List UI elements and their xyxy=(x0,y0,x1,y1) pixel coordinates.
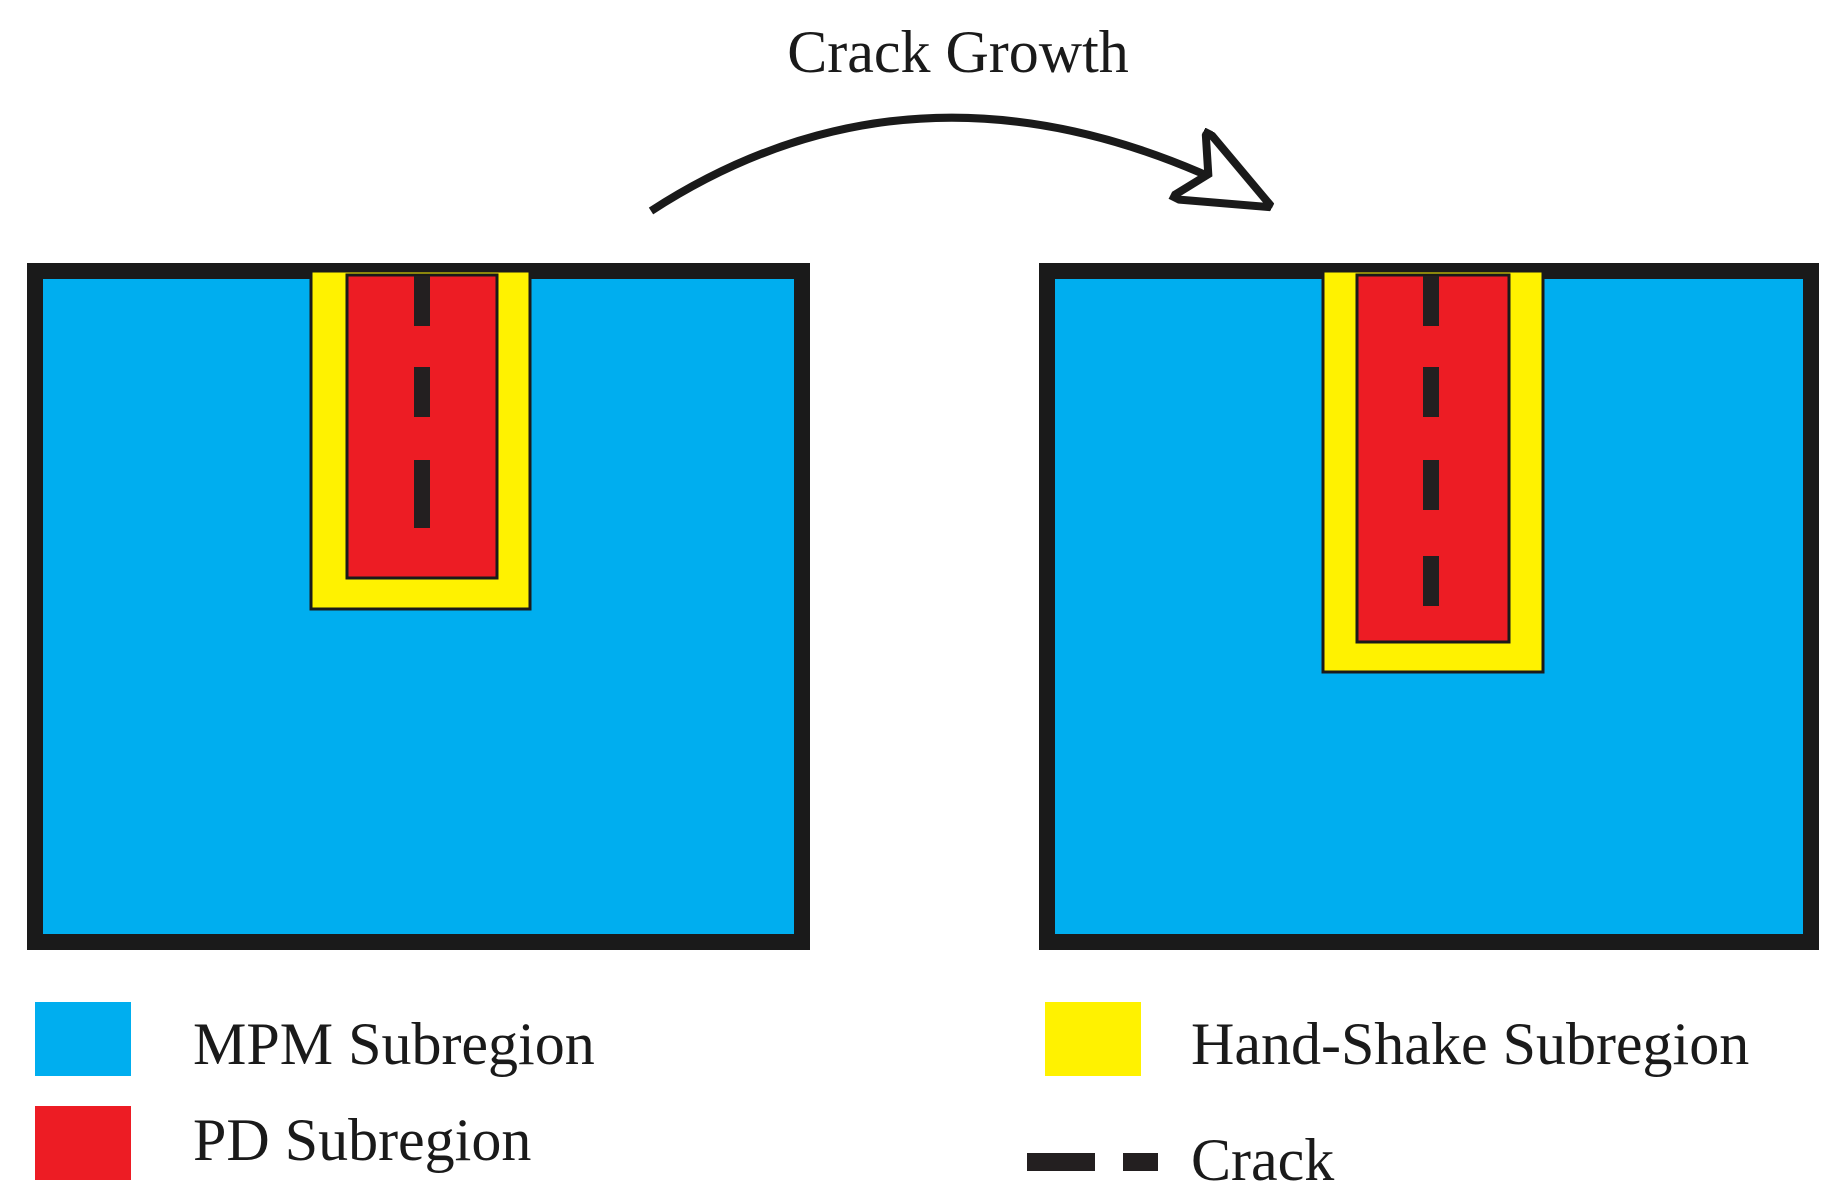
left-crack xyxy=(414,276,430,528)
left-crack-segment xyxy=(414,460,430,528)
right-crack-segment xyxy=(1423,276,1439,326)
legend-mpm-label: MPM Subregion xyxy=(193,1011,595,1077)
right-crack-segment xyxy=(1423,556,1439,606)
left-crack-segment xyxy=(414,367,430,417)
legend-handshake-swatch xyxy=(1045,1002,1141,1076)
right-crack-segment xyxy=(1423,460,1439,510)
left-crack-segment xyxy=(414,276,430,326)
legend-crack-swatch xyxy=(1027,1153,1158,1171)
right-crack xyxy=(1423,276,1439,606)
legend-crack-dash xyxy=(1027,1153,1095,1171)
right-crack-segment xyxy=(1423,367,1439,417)
right-panel xyxy=(1039,263,1819,950)
legend-mpm-swatch xyxy=(35,1002,131,1076)
legend-pd-swatch xyxy=(35,1106,131,1180)
legend: MPM Subregion PD Subregion Hand-Shake Su… xyxy=(35,1002,1749,1193)
legend-handshake-label: Hand-Shake Subregion xyxy=(1191,1011,1749,1077)
legend-pd-label: PD Subregion xyxy=(193,1107,531,1173)
crack-growth-arrow xyxy=(648,113,1258,215)
left-panel xyxy=(27,263,810,950)
legend-crack-label: Crack xyxy=(1191,1127,1334,1193)
title: Crack Growth xyxy=(787,19,1129,85)
legend-crack-dash xyxy=(1123,1153,1158,1171)
